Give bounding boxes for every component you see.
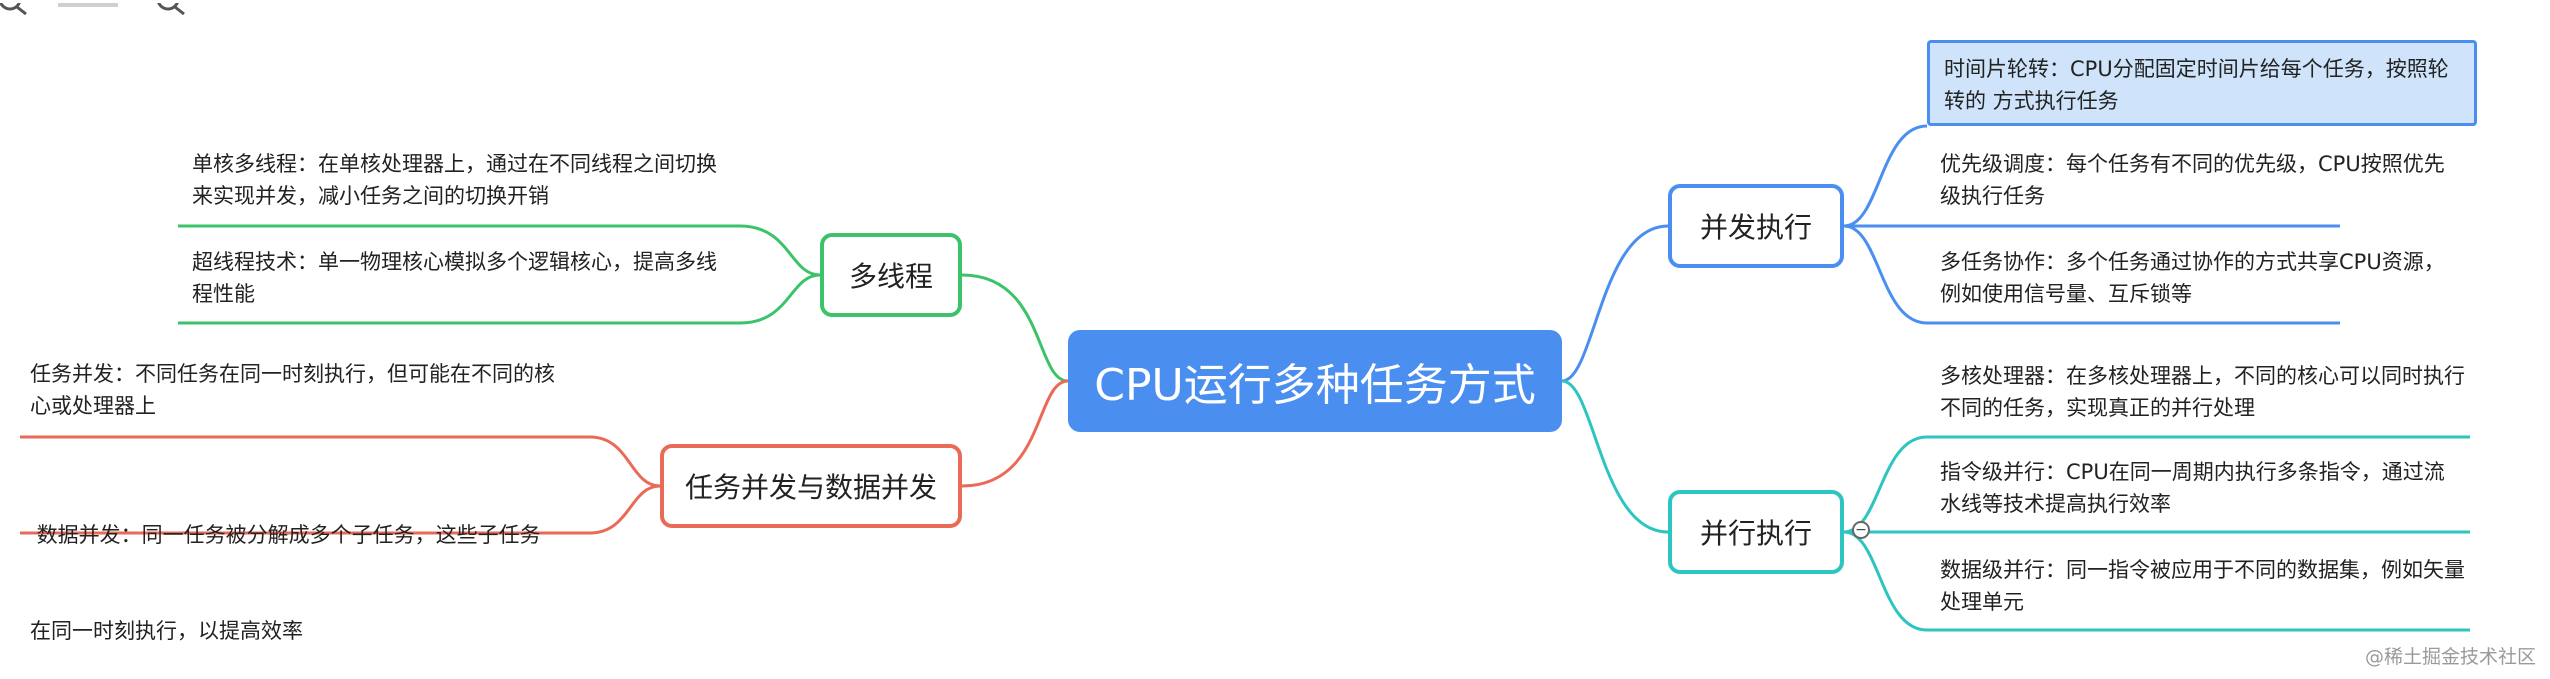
leaf-line: 多核处理器：在多核处理器上，不同的核心可以同时执行 — [1940, 364, 2465, 388]
leaf-time-slice-round-robin[interactable]: 时间片轮转：CPU分配固定时间片给每个任务，按照轮 转的 方式执行任务 — [1927, 40, 2477, 126]
leaf-line: 处理单元 — [1940, 590, 2024, 614]
branch-parallel-execution[interactable]: 并行执行 — [1668, 490, 1844, 574]
leaf-multicore-processor[interactable]: 多核处理器：在多核处理器上，不同的核心可以同时执行 不同的任务，实现真正的并行处… — [1940, 360, 2465, 424]
leaf-data-level-parallelism[interactable]: 数据级并行：同一指令被应用于不同的数据集，例如矢量 处理单元 — [1940, 554, 2465, 618]
branch-task-and-data-concurrency[interactable]: 任务并发与数据并发 — [660, 444, 962, 528]
leaf-multitask-cooperation[interactable]: 多任务协作：多个任务通过协作的方式共享CPU资源， 例如使用信号量、互斥锁等 — [1940, 246, 2445, 310]
leaf-priority-scheduling[interactable]: 优先级调度：每个任务有不同的优先级，CPU按照优先 级执行任务 — [1940, 148, 2445, 212]
leaf-line: 水线等技术提高执行效率 — [1940, 492, 2171, 516]
leaf-line: 不同的任务，实现真正的并行处理 — [1940, 396, 2255, 420]
leaf-line: 程性能 — [192, 282, 255, 306]
collapse-toggle-icon[interactable]: − — [1852, 521, 1870, 539]
root-topic[interactable]: CPU运行多种任务方式 — [1068, 330, 1562, 432]
leaf-line: 多任务协作：多个任务通过协作的方式共享CPU资源， — [1940, 250, 2445, 274]
toolbar — [0, 0, 200, 16]
leaf-line: 超线程技术：单一物理核心模拟多个逻辑核心，提高多线 — [192, 250, 717, 274]
leaf-single-core-multithreading[interactable]: 单核多线程：在单核处理器上，通过在不同线程之间切换 来实现并发，减小任务之间的切… — [192, 148, 717, 212]
watermark: @稀土掘金技术社区 — [2364, 646, 2536, 668]
leaf-line: 转的 方式执行任务 — [1944, 89, 2119, 113]
leaf-line: 来实现并发，减小任务之间的切换开销 — [192, 184, 549, 208]
search-icon[interactable] — [0, 0, 200, 16]
leaf-line: 例如使用信号量、互斥锁等 — [1940, 282, 2192, 306]
leaf-line: 单核多线程：在单核处理器上，通过在不同线程之间切换 — [192, 152, 717, 176]
branch-multithreading[interactable]: 多线程 — [820, 233, 962, 317]
leaf-instruction-level-parallelism[interactable]: 指令级并行：CPU在同一周期内执行多条指令，通过流 水线等技术提高执行效率 — [1940, 456, 2445, 520]
leaf-line: 数据并发：同一任务被分解成多个子任务，这些子任务 — [30, 523, 541, 547]
leaf-line: 指令级并行：CPU在同一周期内执行多条指令，通过流 — [1940, 460, 2445, 484]
leaf-line: 时间片轮转：CPU分配固定时间片给每个任务，按照轮 — [1944, 57, 2449, 81]
leaf-line: 在同一时刻执行，以提高效率 — [30, 619, 303, 643]
leaf-line: 心或处理器上 — [30, 394, 156, 418]
leaf-line: 优先级调度：每个任务有不同的优先级，CPU按照优先 — [1940, 152, 2445, 176]
leaf-data-concurrency[interactable]: 数据并发：同一任务被分解成多个子任务，这些子任务 在同一时刻执行，以提高效率 — [30, 455, 541, 679]
leaf-hyperthreading[interactable]: 超线程技术：单一物理核心模拟多个逻辑核心，提高多线 程性能 — [192, 246, 717, 310]
leaf-line: 数据级并行：同一指令被应用于不同的数据集，例如矢量 — [1940, 558, 2465, 582]
leaf-line: 任务并发：不同任务在同一时刻执行，但可能在不同的核 — [30, 362, 555, 386]
leaf-line: 级执行任务 — [1940, 184, 2045, 208]
leaf-task-concurrency[interactable]: 任务并发：不同任务在同一时刻执行，但可能在不同的核 心或处理器上 — [30, 358, 555, 422]
branch-concurrent-execution[interactable]: 并发执行 — [1668, 184, 1844, 268]
